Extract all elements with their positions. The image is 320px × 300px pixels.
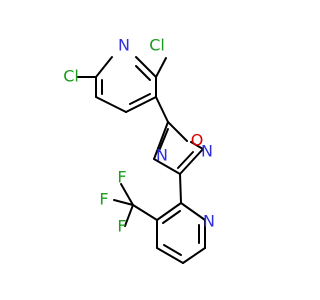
bond-lower-inner-bottom — [163, 244, 182, 256]
atom-label-n-bottom: N — [203, 212, 215, 231]
bond-pyridine-to-oxadiazole — [155, 96, 169, 123]
bond-top-inner-bottom — [129, 93, 151, 105]
bond-oxadiazole-inner-left — [158, 128, 169, 152]
bond-top-n-left-carbon — [95, 56, 113, 78]
bond-oxadiazole-to-lower-ring — [179, 173, 182, 204]
bond-cf3-left-f — [113, 199, 134, 206]
bond-lower-ring-top-left — [156, 202, 182, 221]
bond-cf3-bottom-f — [124, 204, 134, 227]
atom-label-n-ring-left: N — [156, 146, 168, 165]
molecule-structure: N Cl Cl O N N F F F N — [0, 0, 300, 300]
bond-left-n-to-top-carbon — [153, 121, 169, 160]
bond-o-to-n — [190, 141, 204, 150]
bond-right-cl — [155, 57, 167, 78]
bond-lines — [77, 56, 206, 264]
bond-lower-ring-bottom-left — [156, 247, 184, 264]
atom-label-f-left: F — [99, 190, 108, 209]
molecule-canvas: N Cl Cl O N N F F F N — [0, 0, 300, 300]
bond-top-left-lower — [95, 96, 127, 113]
atom-label-o-ring: O — [191, 131, 204, 150]
bond-lower-carbon-to-left-n — [153, 158, 181, 175]
atom-label-f-bottom: F — [117, 217, 126, 236]
bond-oxadiazole-inner-right — [177, 151, 194, 169]
bond-lower-inner-top-left — [162, 210, 181, 224]
atom-label-n-ring-right: N — [201, 142, 213, 161]
bond-lower-ring-top-right — [180, 202, 206, 221]
bond-top-inner-right — [135, 65, 151, 81]
bond-ring-to-cf3 — [132, 204, 158, 221]
bond-oxadiazole-top-right — [167, 121, 188, 142]
bond-top-bottom-right — [125, 96, 157, 113]
atom-label-n-top: N — [118, 36, 130, 55]
canvas-background — [0, 0, 300, 300]
atom-label-cl-right: Cl — [149, 36, 165, 55]
bond-cf3-top-f — [120, 183, 134, 206]
bond-n-to-lower-carbon — [179, 148, 204, 175]
atom-label-f-top: F — [117, 168, 126, 187]
atom-label-cl-left: Cl — [63, 67, 79, 86]
bond-lower-ring-bottom-right — [182, 247, 206, 264]
bond-top-right-n — [135, 56, 157, 78]
